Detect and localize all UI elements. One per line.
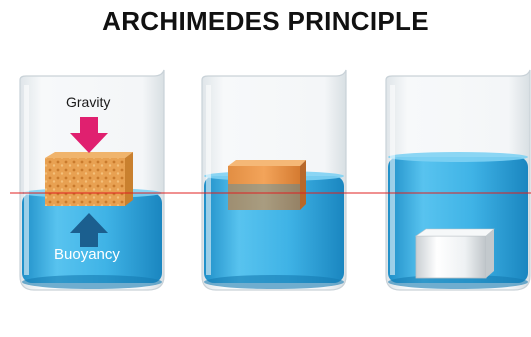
sponge-face: [45, 158, 125, 206]
sponge-top: [45, 152, 133, 158]
page-title: ARCHIMEDES PRINCIPLE: [102, 6, 429, 36]
metal-face: [415, 235, 487, 279]
beaker-2: [201, 69, 347, 291]
buoyancy-label: Buoyancy: [54, 246, 120, 263]
gravity-arrow-icon: [70, 117, 108, 153]
beaker-base: [204, 275, 344, 289]
water-surface: [388, 152, 528, 162]
beaker-base: [22, 275, 162, 289]
beaker-base: [388, 275, 528, 289]
gravity-label: Gravity: [66, 94, 111, 110]
beaker-3: [385, 69, 531, 291]
sponge-side: [125, 152, 133, 206]
wood-top: [228, 160, 306, 166]
glass-highlight: [24, 85, 29, 275]
glass-highlight: [206, 85, 211, 275]
buoyancy-arrow-icon: [70, 213, 108, 247]
metal-top: [415, 228, 495, 237]
wood-block: [228, 160, 306, 210]
metal-block: [415, 228, 495, 279]
glass-highlight: [390, 85, 395, 275]
wood-side: [300, 160, 306, 210]
beaker-1: [19, 69, 165, 291]
metal-side: [486, 229, 494, 278]
sponge-block: [45, 152, 133, 206]
wood-submerged-tint: [228, 184, 300, 210]
wood-face: [228, 166, 300, 210]
